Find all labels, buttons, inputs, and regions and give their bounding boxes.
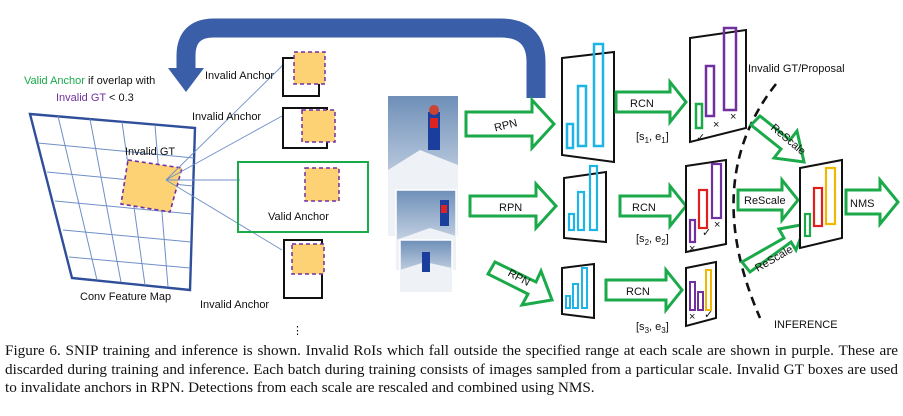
scale-range-2: [s2, e2] <box>636 233 669 247</box>
snip-diagram: Valid Anchor if overlap with Invalid GT … <box>24 18 900 337</box>
scale-range-1: [s1, e1] <box>636 131 669 145</box>
nms-label: NMS <box>850 198 874 210</box>
rpn-output-3 <box>561 262 595 320</box>
rcn-label-3: RCN <box>626 286 650 298</box>
invalid-anchor-label-1: Invalid Anchor <box>205 70 274 82</box>
invalid-cross-4: × <box>714 219 720 231</box>
anchor-invalid-3: Invalid Anchor <box>200 239 325 311</box>
rpn-arrow-1: RPN <box>464 96 557 152</box>
valid-anchor-label: Valid Anchor <box>268 211 329 223</box>
valid-anchor-note-line2: Invalid GT < 0.3 <box>56 92 134 104</box>
rpn-label-2: RPN <box>499 202 522 214</box>
rpn-label-1: RPN <box>493 117 518 134</box>
nms-arrow: NMS <box>844 175 900 229</box>
rcn-arrow-2: RCN <box>618 181 688 231</box>
conv-feature-map-label: Conv Feature Map <box>80 291 171 303</box>
rcn-label-1: RCN <box>630 98 654 110</box>
rcn-output-2: × ✓ × <box>685 158 727 255</box>
rescale-arrow-3: ReScale <box>739 222 809 275</box>
invalid-cross-1: × <box>713 119 719 131</box>
rcn-output-1: × × ✓ <box>689 26 747 144</box>
invalid-anchor-label-3: Invalid Anchor <box>200 299 269 311</box>
merged-output <box>799 158 843 250</box>
rpn-arrow-3: RPN <box>485 260 555 307</box>
invalid-gt-proposal-label: Invalid GT/Proposal <box>748 63 845 75</box>
rpn-arrow-2: RPN <box>468 180 559 232</box>
rescale-arrow-2: ReScale <box>736 175 800 225</box>
anchor-valid: Valid Anchor <box>237 161 369 233</box>
rcn-arrow-1: RCN <box>614 77 688 127</box>
rescale-arrow-1: ReScale <box>748 113 808 164</box>
invalid-cross-5: × <box>689 311 695 323</box>
invalid-cross-2: × <box>730 111 736 123</box>
invalid-anchor-label-2: Invalid Anchor <box>192 111 261 123</box>
invalid-gt-label: Invalid GT <box>125 146 175 158</box>
valid-check-2: ✓ <box>702 227 711 239</box>
rcn-arrow-3: RCN <box>604 265 684 315</box>
valid-anchor-note: Valid Anchor if overlap with <box>24 75 155 87</box>
image-pyramid <box>388 96 458 293</box>
rpn-output-1 <box>561 42 615 164</box>
rcn-label-2: RCN <box>632 202 656 214</box>
rescale-label-2: ReScale <box>744 195 786 207</box>
conv-feature-map: Invalid GT Conv Feature Map <box>28 63 285 303</box>
feedback-arrow <box>168 18 546 98</box>
invalid-cross-3: × <box>689 243 695 255</box>
valid-check-3: ✓ <box>704 309 713 321</box>
figure-caption: Figure 6. SNIP training and inference is… <box>5 342 898 396</box>
ellipsis: ⋮ <box>292 325 303 337</box>
anchor-invalid-1: Invalid Anchor <box>205 51 326 97</box>
scale-range-3: [s3, e3] <box>636 321 669 335</box>
valid-check-1: ✓ <box>696 132 705 144</box>
rpn-output-2 <box>563 164 607 244</box>
inference-label: INFERENCE <box>774 319 838 331</box>
inference-boundary <box>732 83 778 319</box>
anchor-invalid-2: Invalid Anchor <box>192 107 336 149</box>
rcn-output-3: × ✓ <box>685 260 717 328</box>
